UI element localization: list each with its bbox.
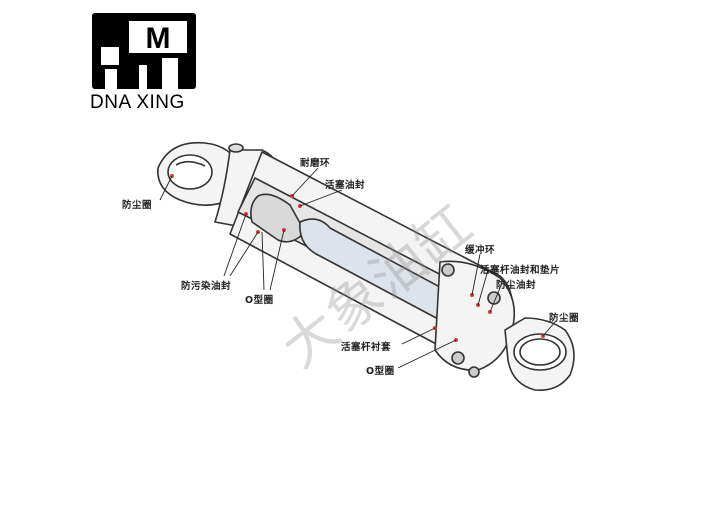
label-o-ring-top: O型圈 <box>245 295 274 306</box>
label-dust-ring-left: 防尘圈 <box>122 200 153 211</box>
label-rod-seal-washer: 活塞杆油封和垫片 <box>480 265 561 276</box>
logo-mark <box>92 13 196 89</box>
label-wear-ring: 耐磨环 <box>300 158 331 169</box>
label-o-ring-bottom: O型圈 <box>366 366 395 377</box>
leader-lines <box>159 167 556 369</box>
label-buffer-ring: 缓冲环 <box>465 245 496 256</box>
piston <box>250 193 306 243</box>
label-anti-contamination-seal: 防污染油封 <box>181 281 232 292</box>
label-dust-seal-right: 防尘油封 <box>496 280 537 291</box>
rear-eye-hole <box>167 154 213 190</box>
label-dust-ring-right: 防尘圈 <box>549 313 580 324</box>
label-rod-bushing: 活塞杆衬套 <box>341 342 392 353</box>
label-piston-seal: 活塞油封 <box>325 180 366 191</box>
logo-letter: M <box>146 22 171 55</box>
brand-name: DNA XING <box>90 92 185 113</box>
